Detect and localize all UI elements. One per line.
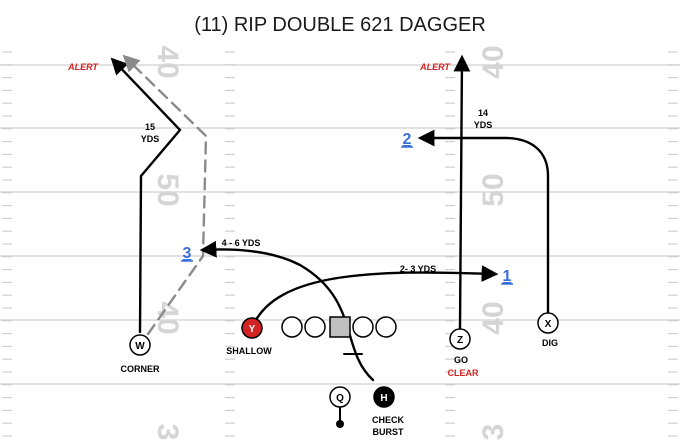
yard-numbers: 40 40 50 50 40 40 3 3: [151, 45, 510, 440]
alert-left: ALERT: [67, 62, 99, 72]
lineman: [375, 316, 397, 338]
yard-number: 50: [151, 173, 184, 206]
player-w-label: W: [135, 341, 145, 352]
corner-option-route: [122, 54, 208, 336]
clear-label: CLEAR: [448, 368, 479, 378]
go-route: [453, 54, 471, 330]
progression-1: 1: [503, 268, 512, 285]
corner-depth-unit: YDS: [141, 134, 160, 144]
lineman: [304, 316, 326, 338]
player-q: Q: [329, 386, 351, 408]
play-title: (11) RIP DOUBLE 621 DAGGER: [194, 14, 486, 36]
yard-number: 3: [477, 424, 510, 441]
dig-depth: 14: [478, 108, 488, 118]
dig-depth-unit: YDS: [474, 120, 493, 130]
player-y: Y: [241, 317, 263, 339]
player-h-label: H: [380, 393, 387, 404]
corner-depth: 15: [145, 122, 155, 132]
progression-3: 3: [183, 245, 192, 262]
player-z: Z: [449, 328, 471, 350]
lineman: [352, 316, 374, 338]
player-h: H: [373, 386, 395, 408]
center: [329, 316, 351, 338]
burst-route: [199, 240, 375, 382]
dig-route: [417, 129, 550, 314]
shallow-depth: 2- 3 YDS: [400, 264, 436, 274]
progression-2: 2: [403, 131, 412, 148]
routes: [110, 54, 550, 424]
yard-number: 40: [151, 301, 184, 334]
go-label: GO: [454, 355, 468, 365]
yard-number: 40: [477, 45, 510, 78]
yard-number: 40: [151, 45, 184, 78]
alert-right: ALERT: [419, 62, 451, 72]
check-label: CHECK: [372, 415, 405, 425]
yard-number: 50: [477, 173, 510, 206]
lineman: [281, 316, 303, 338]
player-w: W: [129, 334, 151, 356]
corner-label: CORNER: [120, 364, 160, 374]
player-y-label: Y: [249, 324, 256, 335]
burst-depth: 4 - 6 YDS: [222, 238, 261, 248]
dig-label: DIG: [542, 338, 558, 348]
shallow-route: [250, 265, 499, 330]
offensive-line: [281, 316, 397, 338]
player-x: X: [537, 312, 559, 334]
hash-marks: [2, 51, 678, 437]
player-q-label: Q: [336, 393, 344, 404]
yard-number: 3: [151, 424, 184, 441]
yard-number: 40: [477, 301, 510, 334]
qb-drop-end: [336, 420, 344, 428]
burst-label: BURST: [373, 427, 405, 437]
player-x-label: X: [545, 319, 552, 330]
shallow-label: SHALLOW: [226, 346, 272, 356]
corner-route: [110, 57, 182, 334]
player-z-label: Z: [457, 335, 463, 346]
